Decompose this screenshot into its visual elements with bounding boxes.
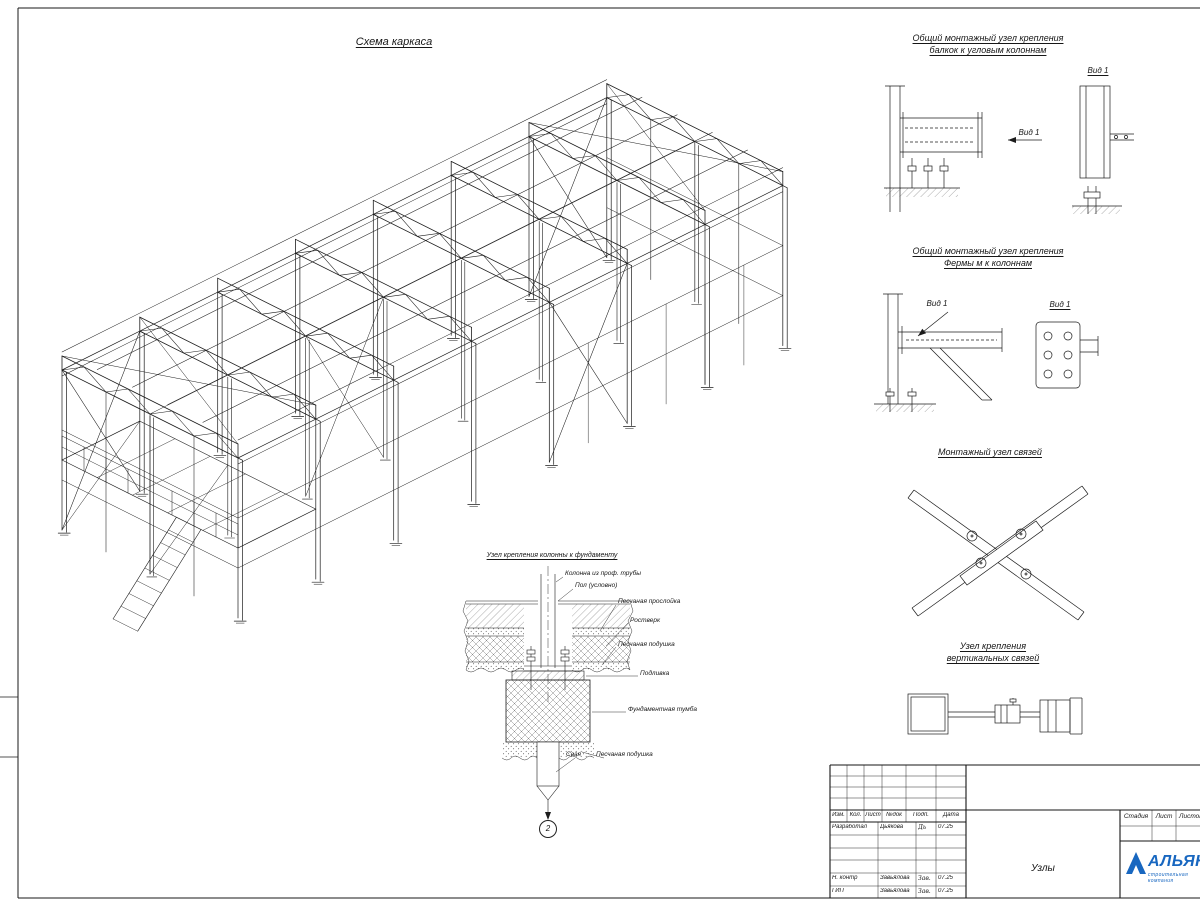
stamp-row-ncontrol-signature: Зав.: [918, 875, 931, 882]
stamp-row-developer-date: 07.25: [938, 824, 954, 830]
detail4-title-line1: Узел крепления: [959, 641, 1027, 651]
detail2-title-line1: Общий монтажный узел крепления: [912, 246, 1064, 256]
detail3-title: Монтажный узел связей: [938, 447, 1042, 457]
detail2-drawing: [874, 293, 1099, 412]
sheet-frame: [0, 7, 1200, 899]
stamp-row-ncontrol-name: Завьялова: [880, 875, 910, 881]
detail2-title-line2: Фермы м к колоннам: [944, 258, 1032, 268]
stamp-row-gip-signature: Зав.: [918, 888, 931, 895]
stamp-header-sheets: Листов: [1179, 813, 1200, 820]
detail2-view-arrow-label: Вид 1: [926, 299, 948, 308]
stamp-row-developer-name: Дьякова: [880, 824, 904, 830]
company-logo-text: АЛЬЯНС: [1148, 853, 1200, 870]
stamp-header-stage: Стадия: [1123, 813, 1149, 820]
stamp-row-gip-role: ГИП: [832, 888, 844, 894]
logo-triangle-notch: [1132, 865, 1140, 874]
stamp-doc-name: Узлы: [1031, 863, 1055, 874]
foundation-label-pedestal: Фундаментная тумба: [628, 706, 697, 713]
foundation-label-pile: Свая: [566, 751, 582, 758]
foundation-label-sand-cushion-2: Песчаная подушка: [596, 751, 653, 758]
detail1-view-arrow-label: Вид 1: [1018, 128, 1040, 137]
detail1-drawing: [884, 85, 1134, 214]
foundation-node-marker: 2: [539, 820, 557, 838]
stamp-row-developer-role: Разработал: [832, 824, 867, 830]
stamp-row-gip-date: 07.25: [938, 888, 954, 894]
stamp-header-ndok: №док: [886, 812, 902, 818]
stamp-header-data: Дата: [943, 812, 959, 818]
foundation-label-floor: Пол (условно): [575, 582, 618, 589]
detail4-drawing: [907, 693, 1083, 735]
company-logo-subtitle: строительная компания: [1148, 872, 1189, 884]
stamp-row-ncontrol-role: Н. контр: [832, 875, 858, 881]
detail2-view-title: Вид 1: [1049, 300, 1071, 309]
detail3-drawing: [907, 485, 1089, 621]
stamp-row-ncontrol-date: 07.25: [938, 875, 954, 881]
stamp-row-developer-signature: Дь: [918, 824, 927, 831]
foundation-label-grillage: Ростверк: [630, 617, 661, 624]
stamp-row-gip-name: Завьялова: [880, 888, 910, 894]
stamp-header-list: Лист: [865, 812, 881, 818]
stamp-header-sheet: Лист: [1155, 813, 1173, 820]
detail1-title-line1: Общий монтажный узел крепления: [912, 33, 1064, 43]
detail1-title-line2: балкок к угловым колоннам: [929, 45, 1047, 55]
foundation-label-sand-cushion-1: Песчаная подушка: [618, 641, 675, 648]
foundation-label-sand-layer: Песчаная прослойка: [618, 598, 681, 605]
logo-triangle-icon: [1126, 852, 1146, 874]
detail4-title-line2: вертикальных связей: [946, 653, 1040, 663]
foundation-title: Узел крепления колонны к фундаменту: [486, 552, 618, 559]
foundation-label-column: Колонна из проф. трубы: [565, 570, 642, 577]
foundation-drawing: [462, 566, 638, 820]
detail1-view-title: Вид 1: [1087, 66, 1109, 75]
stamp-header-kol: Кол.: [849, 812, 862, 818]
frame-isometric-drawing: [57, 79, 792, 632]
stamp-header-podp: Подп.: [913, 812, 929, 818]
foundation-label-grout: Подливка: [640, 670, 670, 677]
main-title: Схема каркаса: [355, 36, 433, 48]
title-block-grid: [829, 764, 1200, 898]
stamp-header-izm: Изм.: [832, 812, 845, 818]
